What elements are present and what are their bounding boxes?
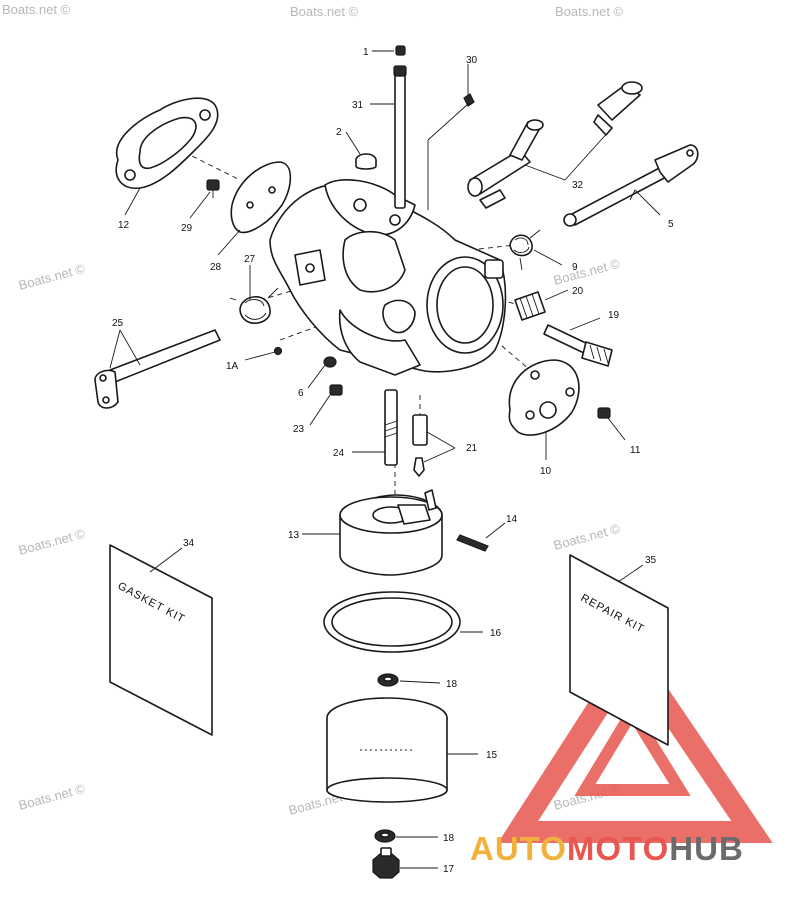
part-18-washer[interactable] — [377, 673, 399, 687]
logo-hub: HUB — [669, 830, 744, 867]
callout-20: 20 — [572, 286, 584, 297]
svg-text:AUTOMOTOHUB: AUTOMOTOHUB — [470, 830, 744, 867]
part-14-pin[interactable] — [456, 534, 489, 552]
watermark: Boats.net © — [290, 4, 359, 19]
part-18-washer-lower[interactable] — [374, 829, 396, 843]
callout-15: 15 — [486, 750, 498, 761]
callout-35: 35 — [645, 555, 657, 566]
callout-28: 28 — [210, 262, 222, 273]
callout-23: 23 — [293, 424, 305, 435]
part-1-plug[interactable] — [395, 45, 406, 56]
watermark: Boats.net © — [2, 2, 71, 17]
callout-2: 2 — [336, 127, 342, 138]
callout-5: 5 — [668, 219, 674, 230]
part-9-spring[interactable] — [509, 229, 541, 271]
part-6-plug[interactable] — [323, 356, 337, 368]
leader-lines — [109, 50, 661, 869]
part-35-repair-kit[interactable]: REPAIR KIT — [569, 554, 669, 746]
callout-24: 24 — [333, 448, 345, 459]
part-30-nipple[interactable] — [427, 93, 475, 210]
watermark: Boats.net © — [17, 526, 87, 558]
callout-18-upper: 18 — [446, 679, 458, 690]
callout-31: 31 — [352, 100, 364, 111]
callout-9: 9 — [572, 262, 578, 273]
part-12-gasket[interactable] — [115, 97, 219, 189]
watermark: Boats.net © — [552, 256, 622, 288]
carburetor-body[interactable] — [269, 179, 507, 376]
part-21-jets[interactable] — [412, 414, 428, 477]
part-32-fittings[interactable] — [467, 81, 643, 209]
part-19-needle-screw[interactable] — [543, 324, 613, 367]
callout-27: 27 — [244, 254, 256, 265]
part-2-cap[interactable] — [355, 153, 377, 170]
part-20-spring[interactable] — [514, 291, 546, 321]
part-29-screw[interactable] — [206, 179, 220, 198]
callout-17: 17 — [443, 864, 455, 875]
logo-mark — [497, 635, 773, 843]
part-24-main-nozzle[interactable] — [384, 389, 398, 466]
callout-1a: 1A — [226, 361, 239, 372]
callout-12: 12 — [118, 220, 130, 231]
part-34-gasket-kit[interactable]: GASKET KIT — [109, 544, 213, 736]
callout-18-lower: 18 — [443, 833, 455, 844]
automotohub-logo: AUTOMOTOHUB — [470, 830, 744, 867]
part-23-screw[interactable] — [329, 384, 343, 396]
part-5-shaft[interactable] — [563, 144, 699, 227]
part-27-spring[interactable] — [229, 287, 279, 324]
part-31-long-screw[interactable] — [393, 65, 407, 209]
callout-34: 34 — [183, 538, 195, 549]
callout-labels: 1 30 31 2 12 29 28 27 32 5 9 20 19 25 1A… — [112, 47, 674, 875]
callout-25: 25 — [112, 318, 124, 329]
part-25-shaft[interactable] — [94, 329, 221, 409]
part-13-float[interactable] — [339, 489, 443, 576]
callout-21: 21 — [466, 443, 478, 454]
part-17-nut[interactable] — [372, 847, 400, 879]
watermark: Boats.net © — [555, 4, 624, 19]
part-1a-ball[interactable] — [273, 346, 283, 356]
logo-moto: MOTO — [567, 830, 669, 867]
callout-16: 16 — [490, 628, 502, 639]
watermark: Boats.net © — [17, 261, 87, 293]
part-11-screw[interactable] — [597, 407, 611, 419]
part-16-gasket-ring[interactable] — [323, 591, 461, 653]
watermark: Boats.net © — [17, 781, 87, 813]
callout-30: 30 — [466, 55, 478, 66]
callout-19: 19 — [608, 310, 620, 321]
logo-auto: AUTO — [470, 830, 567, 867]
callout-11: 11 — [630, 445, 641, 456]
callout-32: 32 — [572, 180, 584, 191]
callout-10: 10 — [540, 466, 552, 477]
callout-29: 29 — [181, 223, 193, 234]
part-28-plate[interactable] — [230, 161, 292, 234]
part-10-cover[interactable] — [508, 359, 580, 436]
callout-1: 1 — [363, 47, 369, 58]
watermark: Boats.net © — [552, 521, 622, 553]
callout-13: 13 — [288, 530, 300, 541]
callout-6: 6 — [298, 388, 304, 399]
callout-14: 14 — [506, 514, 518, 525]
part-15-float-bowl[interactable] — [326, 697, 448, 803]
